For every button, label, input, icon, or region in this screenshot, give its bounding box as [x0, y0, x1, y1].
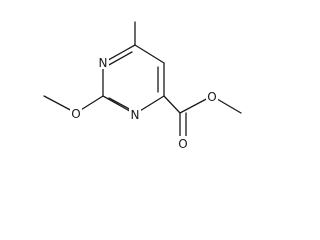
bond-c6-n1-inner — [106, 51, 133, 67]
bond-c5-c6 — [134, 44, 165, 64]
atom-o-ester: O — [207, 90, 216, 104]
atom-o-methoxy: O — [71, 107, 80, 121]
atom-labels: N N O O O — [70, 55, 218, 151]
atom-n-bottom: N — [131, 108, 140, 122]
atom-o-carbonyl: O — [178, 137, 187, 151]
bond-layer — [43, 21, 242, 141]
bond-c4-c7 — [163, 95, 181, 114]
atom-n-top: N — [99, 56, 108, 70]
chemical-structure: N N O O O — [43, 21, 242, 151]
